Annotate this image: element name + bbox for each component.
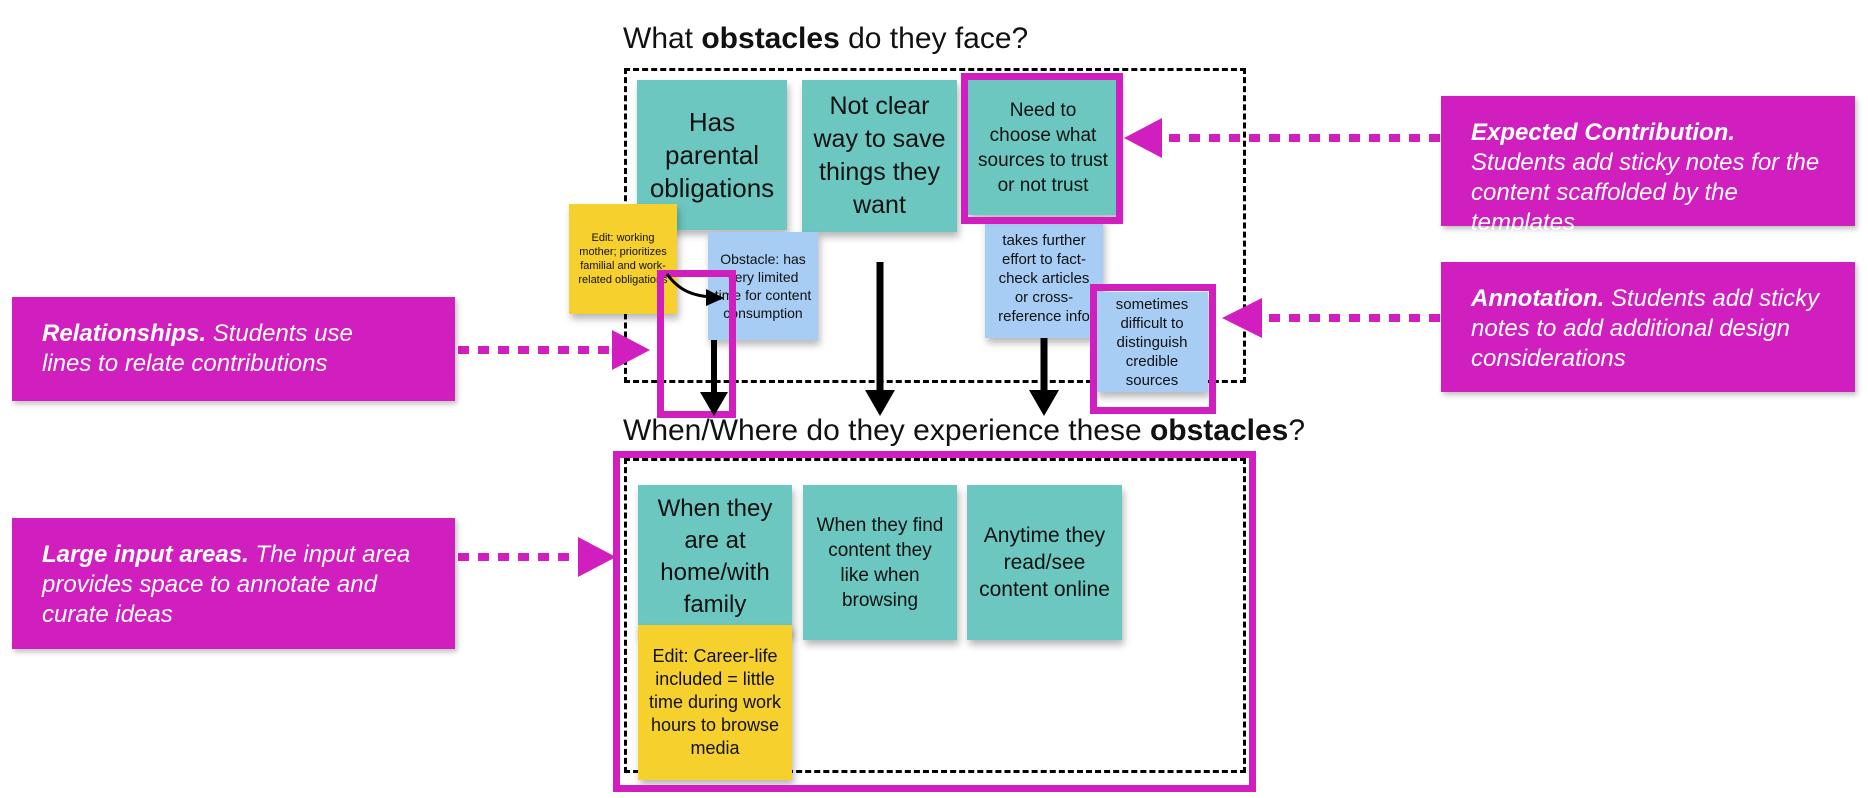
down-arrow-1 [700,340,728,416]
highlight-relationship [657,270,736,418]
highlight-annotation [1090,284,1216,414]
sticky-home-family[interactable]: When they are at home/with family [638,485,792,635]
dotted-arrow-expected [1124,118,1440,158]
sticky-distinguish-sources[interactable]: sometimes difficult to distinguish credi… [1096,292,1208,392]
down-arrow-2 [865,262,895,416]
sticky-no-way-to-save[interactable]: Not clear way to save things they want [802,80,957,232]
callout-large-input-areas: Large input areas. The input area provid… [12,518,455,649]
callout-annotation: Annotation. Students add sticky notes to… [1441,262,1855,392]
heading-obstacles: What obstacles do they face? [623,22,1029,55]
dotted-arrow-annotation [1222,298,1440,338]
sticky-limited-time[interactable]: Obstacle: has very limited time for cont… [708,232,818,340]
callout-relationships: Relationships. Students use lines to rel… [12,297,455,401]
down-arrow-3 [1029,338,1059,416]
highlight-expected-contribution [961,73,1123,224]
dotted-arrow-relationships [458,330,650,370]
dotted-arrow-large-input [458,537,616,577]
sticky-find-content[interactable]: When they find content they like when br… [803,485,957,640]
sticky-edit-career-life[interactable]: Edit: Career-life included = little time… [638,625,792,780]
sticky-anytime-online[interactable]: Anytime they read/see content online [967,485,1122,640]
relationship-curve-arrow [665,273,724,306]
sticky-choose-sources[interactable]: Need to choose what sources to trust or … [967,80,1119,215]
heading-when-where: When/Where do they experience these obst… [623,414,1306,447]
sticky-fact-check[interactable]: takes further effort to fact-check artic… [985,218,1103,338]
callout-expected-contribution: Expected Contribution. Students add stic… [1441,96,1855,236]
highlight-large-input [613,451,1256,792]
experiences-input-area[interactable] [624,458,1246,773]
